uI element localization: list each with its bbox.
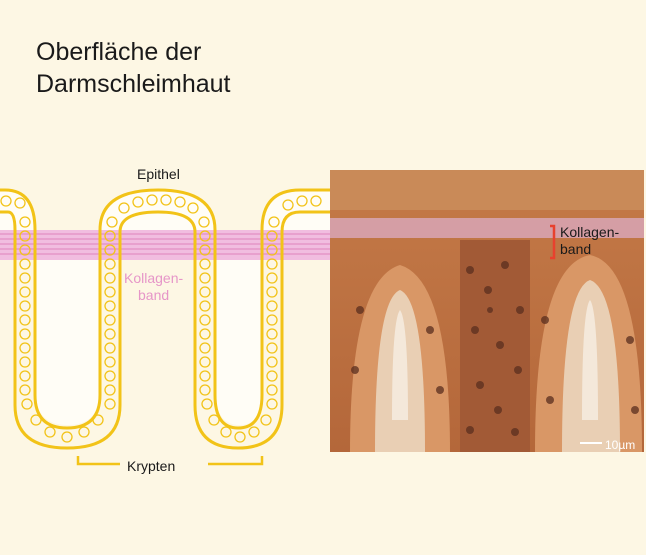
scale-label: 10µm [605,438,635,452]
crypt-diagram [0,160,330,470]
krypten-label: Krypten [127,458,175,474]
scale-bar [580,442,602,444]
kollagen-label-line-1: Kollagen- [124,270,183,287]
title-line-1: Oberfläche der [36,36,231,68]
page-title: Oberfläche der Darmschleimhaut [36,36,231,100]
epithel-label: Epithel [137,166,180,182]
micro-kollagen-label: Kollagen- band [560,224,619,258]
kollagen-band-label: Kollagen- band [124,270,183,304]
title-line-2: Darmschleimhaut [36,68,231,100]
kollagen-label-line-2: band [124,287,183,304]
micro-label-line-1: Kollagen- [560,224,619,241]
histology-micrograph [330,170,644,452]
micro-label-line-2: band [560,241,619,258]
